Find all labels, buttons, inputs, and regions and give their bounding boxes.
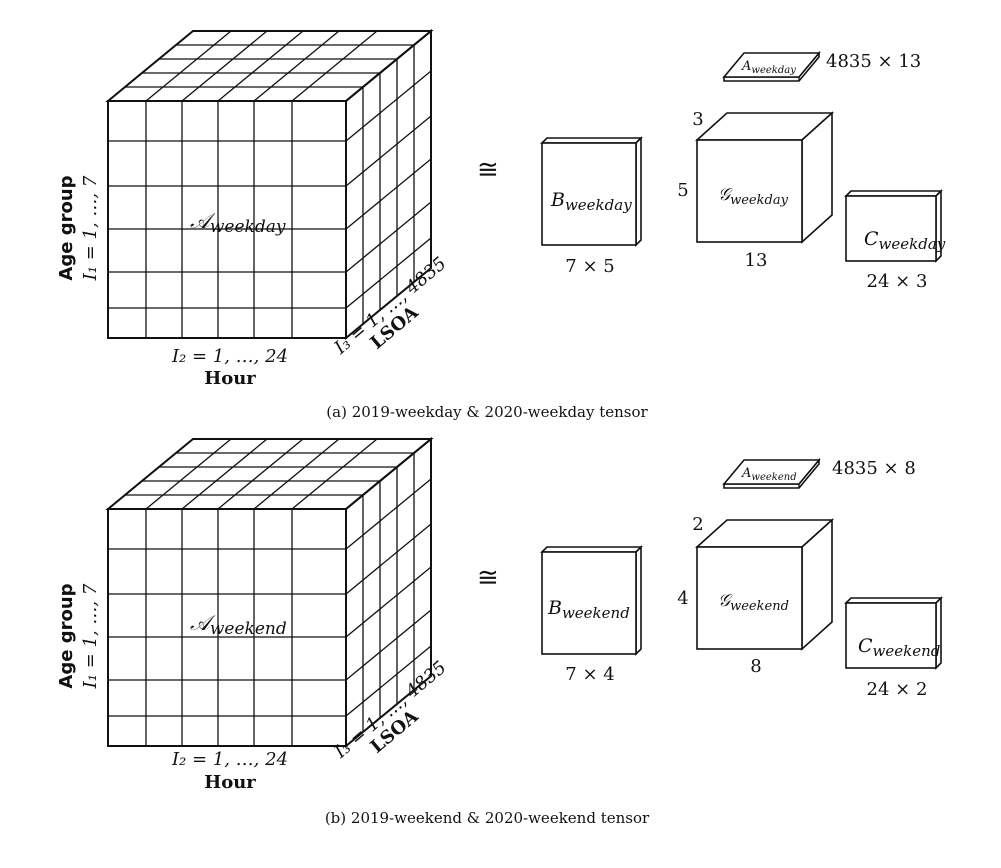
caption-a: (a) 2019-weekday & 2020-weekday tensor <box>326 403 648 421</box>
caption-b: (b) 2019-weekend & 2020-weekend tensor <box>325 809 650 827</box>
core-tensor-weekday: 𝒢weekday 3 5 13 <box>677 109 835 271</box>
axis1-labels: Age group I₁ = 1, …, 7 <box>56 175 101 281</box>
cube-side-grid <box>345 436 432 749</box>
axis2-labels: I₂ = 1, …, 24 Hour <box>171 346 288 389</box>
a-dims: 4835 × 8 <box>832 458 916 479</box>
axis2-range: I₂ = 1, …, 24 <box>171 749 288 770</box>
c-label: Cweekend <box>858 635 940 660</box>
g-left-dim: 5 <box>677 180 688 201</box>
tensor-label: 𝒜weekend <box>190 611 287 639</box>
cube-top-grid <box>105 30 434 102</box>
tensor-cube-weekday: 𝒜weekday <box>105 28 434 341</box>
axis1-range: I₁ = 1, …, 7 <box>80 583 101 689</box>
g-top-dim: 3 <box>692 109 703 130</box>
b-dims: 7 × 4 <box>565 664 614 685</box>
axis2-title: Hour <box>204 772 256 793</box>
a-dims: 4835 × 13 <box>826 51 921 72</box>
c-dims: 24 × 3 <box>867 271 928 292</box>
g-label: 𝒢weekend <box>718 591 789 614</box>
g-label: 𝒢weekday <box>718 185 789 208</box>
g-left-dim: 4 <box>677 588 688 609</box>
tensor-label: 𝒜weekday <box>190 209 286 237</box>
axis1-title: Age group <box>56 175 77 280</box>
approx-symbol: ≅ <box>477 563 499 593</box>
panel-a: 𝒜weekday Age group I₁ = 1, …, 7 I₂ = 1, … <box>56 28 946 421</box>
approx-symbol: ≅ <box>477 155 499 185</box>
cube-top-grid <box>105 438 434 510</box>
g-top-dim: 2 <box>692 514 703 535</box>
axis1-labels: Age group I₁ = 1, …, 7 <box>56 583 101 689</box>
axis1-title: Age group <box>56 583 77 688</box>
factor-matrix-c-weekend: Cweekend 24 × 2 <box>844 596 943 700</box>
axis2-labels: I₂ = 1, …, 24 Hour <box>171 749 288 793</box>
c-label: Cweekday <box>864 228 946 253</box>
b-label: Bweekday <box>550 189 632 214</box>
axis3-labels: I₃ = 1, …, 4835 LSOA <box>330 657 451 763</box>
cube-side-grid <box>345 28 432 341</box>
factor-matrix-c-weekday: Cweekday 24 × 3 <box>844 189 946 292</box>
tensor-cube-weekend: 𝒜weekend <box>105 436 434 749</box>
axis2-title: Hour <box>204 368 256 389</box>
factor-matrix-a-weekend: Aweekend 4835 × 8 <box>722 457 916 489</box>
a-label: Aweekend <box>741 466 797 483</box>
b-label: Bweekend <box>547 597 630 622</box>
b-dims: 7 × 5 <box>565 256 614 277</box>
panel-b: 𝒜weekend Age group I₁ = 1, …, 7 I₂ = 1, … <box>56 436 943 827</box>
c-dims: 24 × 2 <box>867 679 928 700</box>
factor-matrix-a-weekday: Aweekday 4835 × 13 <box>722 50 921 82</box>
core-tensor-weekend: 𝒢weekend 2 4 8 <box>677 514 835 677</box>
axis1-range: I₁ = 1, …, 7 <box>80 175 101 281</box>
factor-matrix-b-weekday: Bweekday 7 × 5 <box>540 136 643 277</box>
g-bottom-dim: 13 <box>745 250 768 271</box>
axis2-range: I₂ = 1, …, 24 <box>171 346 288 367</box>
factor-matrix-b-weekend: Bweekend 7 × 4 <box>540 545 643 685</box>
a-label: Aweekday <box>741 59 796 76</box>
g-bottom-dim: 8 <box>750 656 761 677</box>
